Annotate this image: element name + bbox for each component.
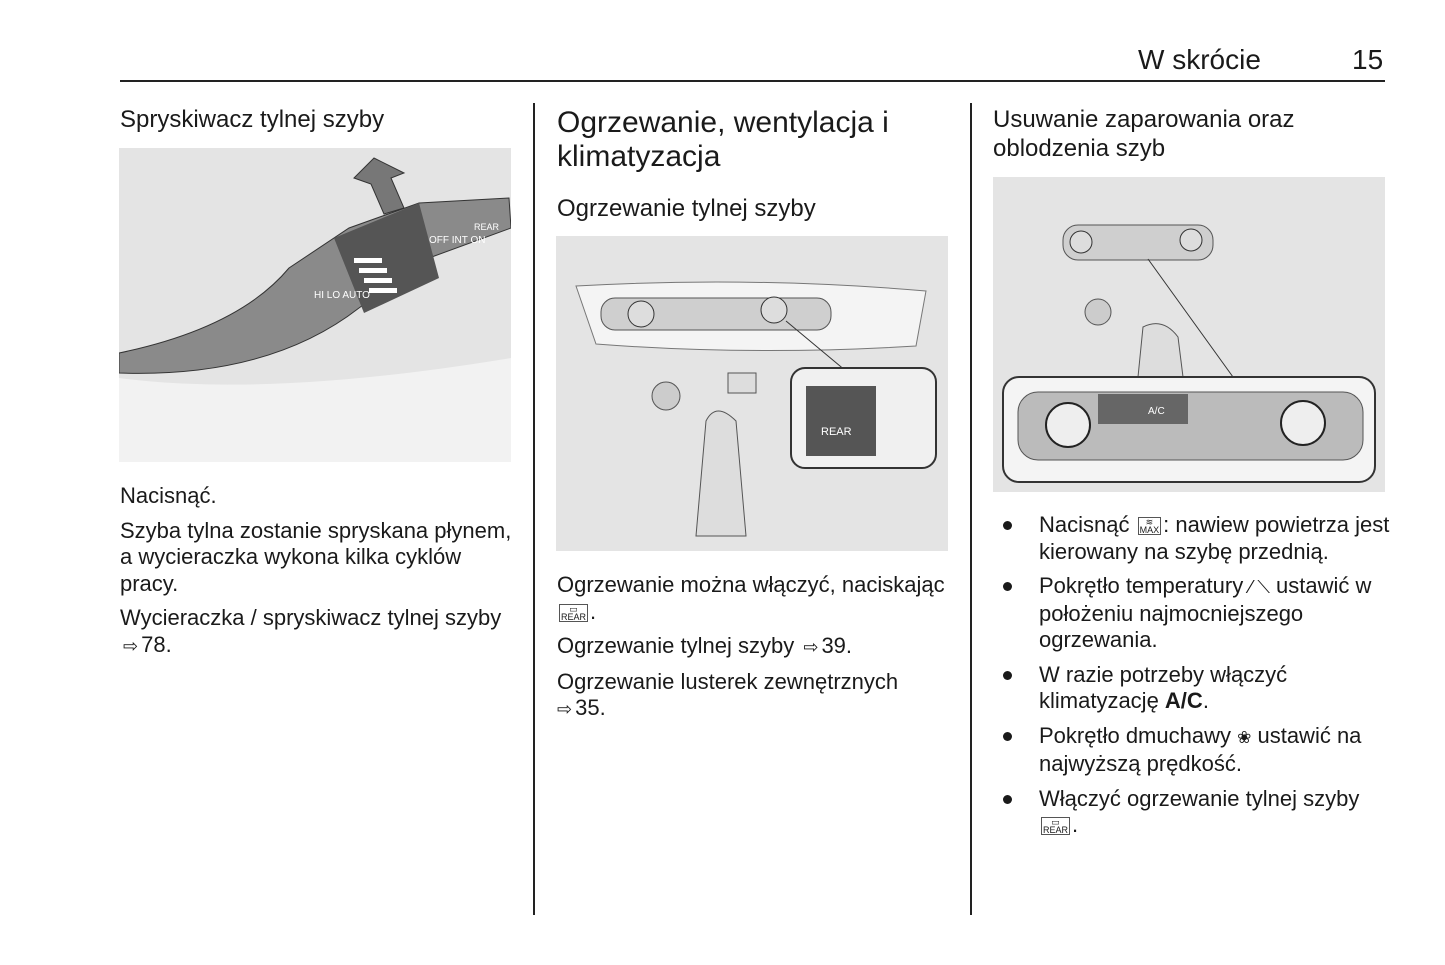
ac-label: A/C bbox=[1164, 688, 1203, 713]
icon-label: REAR bbox=[1043, 825, 1069, 836]
section-heading: Spryskiwacz tylnej szyby bbox=[120, 106, 385, 133]
instruction-text-part: Ogrzewanie można włączyć, naciskając bbox=[557, 572, 945, 597]
svg-text:REAR: REAR bbox=[474, 222, 500, 232]
bullet bbox=[1003, 731, 1012, 741]
section-heading: Ogrzewanie tylnej szyby bbox=[557, 195, 816, 222]
instruction-text: Ogrzewanie można włączyć, naciskając ▭RE… bbox=[557, 572, 952, 625]
svg-text:OFF INT ON: OFF INT ON bbox=[429, 235, 485, 246]
column-divider bbox=[533, 103, 535, 915]
ref-text: Ogrzewanie lusterek zewnętrznych bbox=[557, 668, 899, 694]
item-text: Włączyć ogrzewanie tylnej szyby bbox=[1039, 785, 1360, 811]
header-rule bbox=[120, 80, 1385, 82]
punctuation: . bbox=[590, 598, 597, 624]
item-text: Pokrętło temperatury bbox=[1039, 573, 1244, 598]
list-item: Nacisnąć ≋MAX: nawiew powietrza jest kie… bbox=[993, 512, 1393, 565]
page-number: 15 bbox=[1352, 44, 1384, 75]
list-item: W razie potrzeby włączyć klimatyzację A/… bbox=[993, 662, 1393, 715]
item-text: . bbox=[1202, 688, 1209, 713]
item-text: . bbox=[1072, 812, 1079, 837]
ref-text: Wycieraczka / spryskiwacz tylnej szyby bbox=[120, 605, 502, 630]
item-text: : nawiew powietrza jest kierowany na szy… bbox=[1039, 512, 1390, 564]
item-text: Nacisnąć bbox=[1039, 512, 1130, 537]
temperature-knob-icon: ⁄ ⟍ bbox=[1249, 577, 1270, 597]
section-title: W skrócie bbox=[1138, 44, 1261, 75]
instruction-text: Nacisnąć. bbox=[120, 483, 217, 508]
bullet bbox=[1003, 670, 1012, 680]
item-text: ustawić w położeniu najmocniejszego ogrz… bbox=[1039, 573, 1372, 652]
cross-reference: Wycieraczka / spryskiwacz tylnej szyby ⇨… bbox=[120, 605, 515, 659]
page-ref-arrow-icon: ⇨ bbox=[123, 635, 139, 656]
bullet bbox=[1003, 794, 1012, 804]
svg-text:A/C: A/C bbox=[1148, 406, 1165, 417]
max-defrost-icon: ≋MAX bbox=[1137, 517, 1162, 536]
ref-text: Ogrzewanie tylnej szyby bbox=[557, 633, 795, 658]
icon-label: MAX bbox=[1139, 525, 1160, 536]
rear-window-heating-figure: REAR bbox=[556, 236, 948, 551]
svg-text:REAR: REAR bbox=[821, 426, 852, 438]
item-text: W razie potrzeby włączyć klimatyzację bbox=[1039, 661, 1288, 714]
ref-page-link[interactable]: 35. bbox=[575, 695, 606, 720]
bullet bbox=[1003, 582, 1012, 591]
list-item: Pokrętło dmuchawy ❀ ustawić na najwyższą… bbox=[993, 723, 1393, 778]
defog-controls-figure: A/C bbox=[993, 177, 1385, 492]
list-item: Pokrętło temperatury ⁄ ⟍ ustawić w położ… bbox=[993, 573, 1393, 654]
item-text: Pokrętło dmuchawy bbox=[1039, 722, 1231, 748]
page-ref-arrow-icon: ⇨ bbox=[557, 699, 573, 719]
wiper-stalk-figure: OFF INT ON HI LO AUTO REAR bbox=[119, 148, 511, 462]
cross-reference: Ogrzewanie tylnej szyby ⇨39. bbox=[557, 633, 952, 661]
section-heading: Usuwanie zaparowania oraz oblodzenia szy… bbox=[993, 106, 1295, 162]
column-divider bbox=[970, 103, 972, 915]
rear-defrost-icon: ▭REAR bbox=[559, 603, 589, 622]
svg-text:HI LO AUTO: HI LO AUTO bbox=[314, 290, 370, 301]
steps-list: Nacisnąć ≋MAX: nawiew powietrza jest kie… bbox=[993, 512, 1393, 847]
cross-reference: Ogrzewanie lusterek zewnętrznych ⇨35. bbox=[557, 669, 952, 723]
instruction-text: Szyba tylna zostanie spryskana płynem, a… bbox=[120, 517, 512, 596]
item-text: ustawić na najwyższą prędkość. bbox=[1039, 722, 1362, 777]
chapter-title: Ogrzewanie, wentylacja i klimatyzacja bbox=[557, 106, 889, 173]
rear-defrost-icon: ▭REAR bbox=[1041, 817, 1071, 836]
fan-icon: ❀ bbox=[1237, 727, 1252, 747]
page-ref-arrow-icon: ⇨ bbox=[803, 637, 819, 657]
ref-page-link[interactable]: 78. bbox=[141, 631, 172, 657]
list-item: Włączyć ogrzewanie tylnej szyby ▭REAR. bbox=[993, 786, 1393, 839]
bullet bbox=[1003, 521, 1012, 530]
ref-page-link[interactable]: 39. bbox=[821, 633, 853, 658]
